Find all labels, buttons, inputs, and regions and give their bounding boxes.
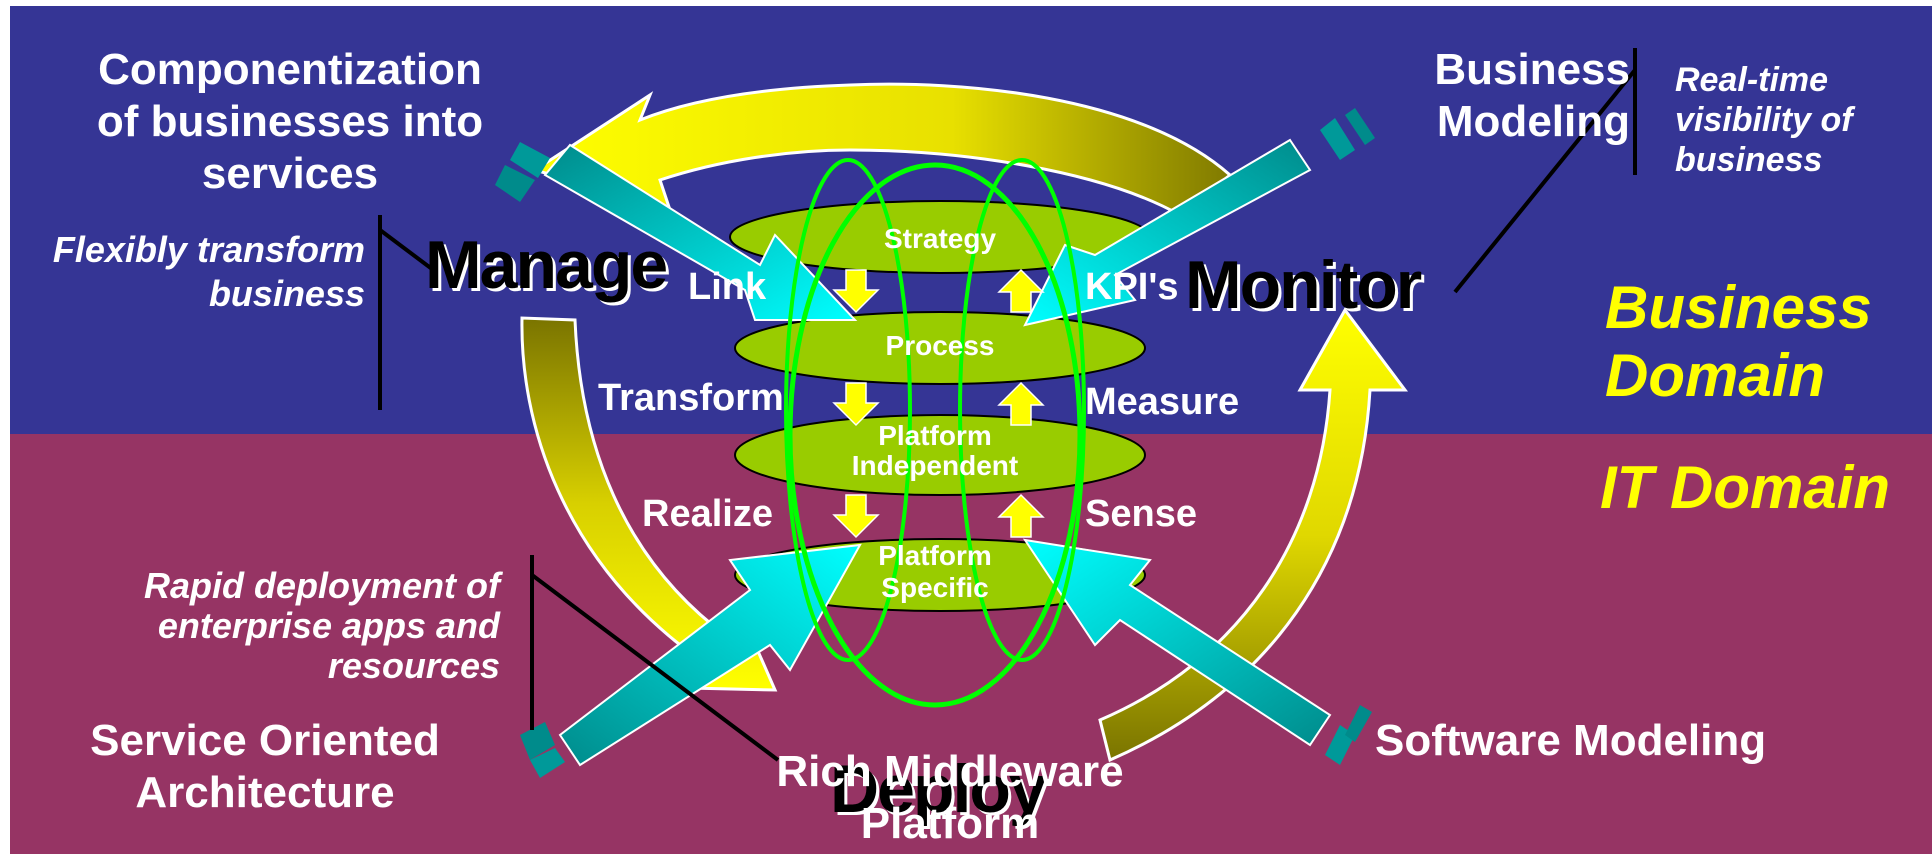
it-domain-band — [10, 434, 1932, 854]
label-componentization-2: of businesses into — [96, 97, 484, 146]
note-rapid-2: enterprise apps and — [157, 605, 500, 646]
verb-sense: Sense — [1085, 493, 1197, 535]
cycle-manage: Manage — [425, 227, 668, 303]
note-realtime-2: visibility of — [1675, 101, 1853, 139]
down-arrow-link — [832, 269, 880, 314]
up-arrow-sense — [997, 493, 1045, 538]
verb-measure: Measure — [1085, 381, 1240, 423]
domain-business-2: Domain — [1605, 342, 1826, 409]
up-arrow-kpis — [997, 268, 1045, 313]
verb-kpis: KPI's — [1085, 266, 1179, 308]
layer-platform-independent-1: Platform — [878, 420, 992, 451]
down-arrow-realize — [832, 494, 880, 539]
layer-process: Process — [885, 330, 995, 361]
platform-independent-ellipse — [734, 414, 1146, 496]
orbit-right — [958, 158, 1086, 662]
note-flexibly-1: Flexibly transform — [52, 229, 365, 270]
label-soa-1: Service Oriented — [90, 716, 440, 765]
down-arrow-transform — [832, 382, 880, 427]
up-arrow-measure — [997, 381, 1045, 426]
connector-realtime-diag — [1453, 68, 1637, 294]
verb-realize: Realize — [642, 493, 773, 535]
process-ellipse — [734, 311, 1146, 385]
domain-business-1: Business — [1605, 274, 1872, 341]
label-business-modeling-1: Business — [1434, 45, 1630, 94]
layer-platform-specific-2: Specific — [881, 572, 989, 603]
label-software-modeling: Software Modeling — [1375, 716, 1767, 765]
cycle-arrow-top — [531, 82, 1233, 217]
domain-it: IT Domain — [1600, 454, 1891, 521]
cyan-arrow-bottom-right — [1022, 538, 1372, 765]
cycle-arrow-left — [520, 316, 778, 692]
note-flexibly-2: business — [208, 273, 365, 314]
note-rapid-1: Rapid deployment of — [143, 565, 500, 606]
cycle-deploy: Deploy — [830, 751, 1047, 827]
connector-flexibly-diag — [378, 228, 442, 277]
note-realtime-3: business — [1675, 141, 1823, 179]
label-rich-middleware-2: Platform — [860, 799, 1040, 848]
note-rapid-3: resources — [327, 645, 500, 686]
orbit-outer — [787, 162, 1083, 708]
note-realtime-1: Real-time — [1675, 61, 1829, 99]
cyan-arrow-bottom-left — [520, 543, 862, 778]
label-componentization-3: services — [201, 149, 379, 198]
label-componentization-1: Componentization — [98, 45, 482, 94]
label-soa-2: Architecture — [135, 768, 395, 817]
orbit-left — [784, 158, 912, 662]
label-business-modeling-2: Modeling — [1436, 97, 1630, 146]
verb-link: Link — [688, 266, 767, 308]
layer-strategy: Strategy — [883, 223, 997, 254]
verb-transform: Transform — [598, 377, 784, 419]
connector-rapid-diag — [530, 573, 780, 762]
cycle-monitor: Monitor — [1185, 247, 1422, 323]
label-rich-middleware-1: Rich Middleware — [776, 747, 1124, 796]
layer-platform-independent-2: Independent — [851, 450, 1019, 481]
layer-platform-specific-1: Platform — [878, 540, 992, 571]
